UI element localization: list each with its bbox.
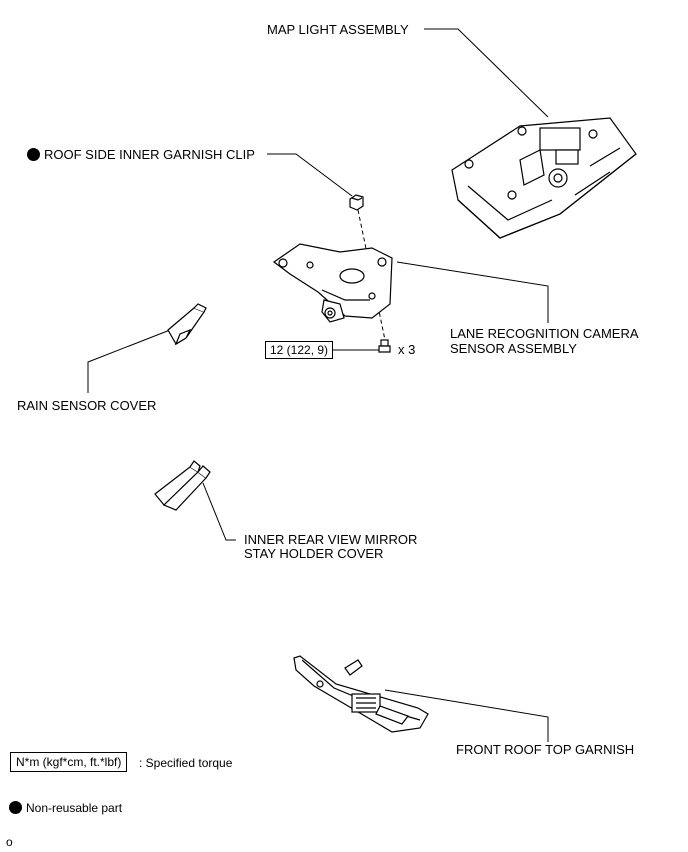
leader-map-light: [424, 28, 549, 118]
torque-legend-text: : Specified torque: [139, 756, 233, 770]
map-light-assembly-drawing: [451, 117, 637, 239]
bolt-drawing: [378, 339, 391, 353]
leader-camera: [396, 261, 549, 323]
camera-sensor-drawing: [272, 243, 393, 323]
rain-sensor-cover-drawing: [167, 303, 207, 346]
torque-value-box: 12 (122, 9): [265, 341, 334, 359]
leader-rain-cover: [87, 329, 171, 393]
non-reusable-dot-icon: [27, 148, 40, 161]
camera-label-line1: LANE RECOGNITION CAMERA: [450, 326, 639, 341]
mirror-cover-label-line1: INNER REAR VIEW MIRROR: [244, 532, 418, 547]
mirror-stay-cover-drawing: [154, 460, 211, 511]
rain-sensor-cover-label: RAIN SENSOR COVER: [17, 398, 157, 413]
torque-unit-legend-box: N*m (kgf*cm, ft.*lbf): [10, 752, 128, 772]
roof-clip-drawing: [349, 194, 364, 211]
roof-clip-text: ROOF SIDE INNER GARNISH CLIP: [44, 147, 255, 162]
mirror-cover-label-line2: STAY HOLDER COVER: [244, 546, 384, 561]
leader-front-garnish: [384, 689, 549, 742]
non-reusable-legend-dot-icon: [9, 801, 22, 814]
camera-label-line2: SENSOR ASSEMBLY: [450, 341, 577, 356]
leader-mirror-cover: [202, 482, 236, 541]
front-garnish-drawing: [293, 655, 429, 733]
roof-clip-label: ROOF SIDE INNER GARNISH CLIP: [27, 148, 255, 162]
front-garnish-label: FRONT ROOF TOP GARNISH: [456, 742, 635, 757]
figure-code: o: [6, 835, 13, 849]
non-reusable-legend-text: Non-reusable part: [26, 801, 123, 815]
leader-roof-clip: [267, 153, 353, 197]
map-light-label: MAP LIGHT ASSEMBLY: [267, 22, 409, 37]
non-reusable-legend: Non-reusable part: [9, 801, 122, 815]
bolt-quantity: x 3: [398, 342, 416, 357]
